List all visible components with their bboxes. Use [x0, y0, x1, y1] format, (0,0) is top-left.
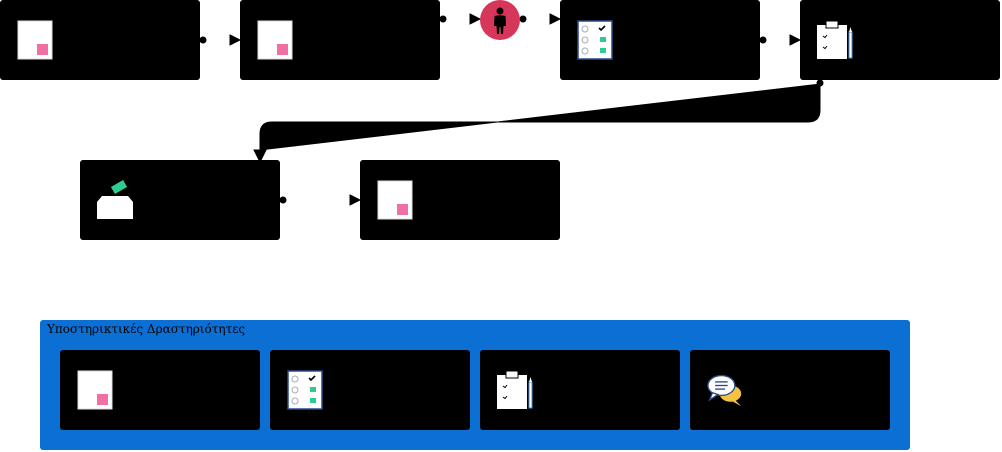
clipboard-pencil-icon: [817, 20, 853, 59]
process-box-3[interactable]: [560, 0, 760, 80]
support-box-3[interactable]: [480, 350, 680, 430]
connector-arrowhead: [549, 13, 562, 25]
support-activities-group: Υποστηρικτικές Δραστηριότητες: [40, 320, 910, 450]
connector-arrowhead: [253, 149, 267, 164]
ballot-box-icon: [97, 180, 133, 219]
checklist-icon: [287, 370, 323, 410]
process-box-4[interactable]: [800, 0, 1000, 80]
person-icon: [494, 7, 506, 34]
support-box-1[interactable]: [60, 350, 260, 430]
support-box-2[interactable]: [270, 350, 470, 430]
connector-dot: [279, 196, 287, 204]
connector-arrowhead: [229, 34, 242, 46]
connector-dot: [759, 36, 767, 44]
document-icon: [257, 20, 293, 60]
return-connector: [259, 83, 821, 151]
process-box-5[interactable]: [80, 160, 280, 240]
clipboard-pencil-icon: [497, 370, 533, 409]
chat-bubbles-icon: [707, 374, 742, 407]
support-box-4[interactable]: [690, 350, 890, 430]
process-box-2[interactable]: [240, 0, 440, 80]
document-icon: [17, 20, 53, 60]
document-icon: [377, 180, 413, 220]
connector-dot: [199, 36, 207, 44]
checklist-icon: [577, 20, 613, 60]
actor-node[interactable]: [480, 0, 520, 40]
connector-dot: [519, 15, 527, 23]
connector-arrowhead: [789, 34, 802, 46]
connector-arrowhead: [469, 13, 482, 25]
connector-arrowhead: [349, 194, 362, 206]
connector-dot: [439, 15, 447, 23]
process-box-6[interactable]: [360, 160, 560, 240]
group-title: Υποστηρικτικές Δραστηριότητες: [47, 322, 246, 336]
process-box-1[interactable]: [0, 0, 200, 80]
document-icon: [77, 370, 113, 410]
